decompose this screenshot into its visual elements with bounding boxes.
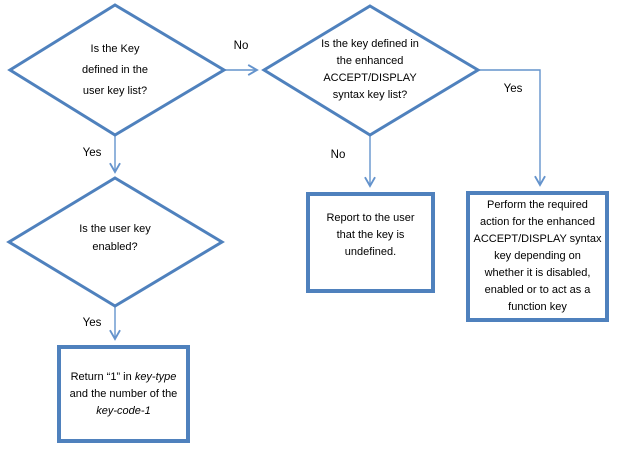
process-report-undefined-text: Report to the user that the key is undef… xyxy=(326,212,415,258)
process-return-key-type-text: Return “1” in key-type and the number of… xyxy=(61,369,186,420)
return-text-segment: and the number of the xyxy=(69,387,178,400)
decision-diamond-user-key-defined xyxy=(7,3,227,137)
process-box-perform-enhanced-action: Perform the required action for the enha… xyxy=(466,191,609,322)
return-text-keytype-term: key-type xyxy=(134,370,177,383)
return-text-keycode-term: key-code-1 xyxy=(96,404,151,417)
process-box-return-key-type: Return “1” in key-type and the number of… xyxy=(57,345,190,443)
decision-diamond-user-key-enabled xyxy=(6,176,225,308)
process-perform-enhanced-action-text: Perform the required action for the enha… xyxy=(473,199,602,313)
process-box-report-undefined: Report to the user that the key is undef… xyxy=(306,192,435,293)
decision-diamond-enhanced-key-defined xyxy=(261,4,481,137)
return-text-segment: Return “1” in xyxy=(70,370,135,383)
connector-yes-to-perform xyxy=(478,69,540,185)
